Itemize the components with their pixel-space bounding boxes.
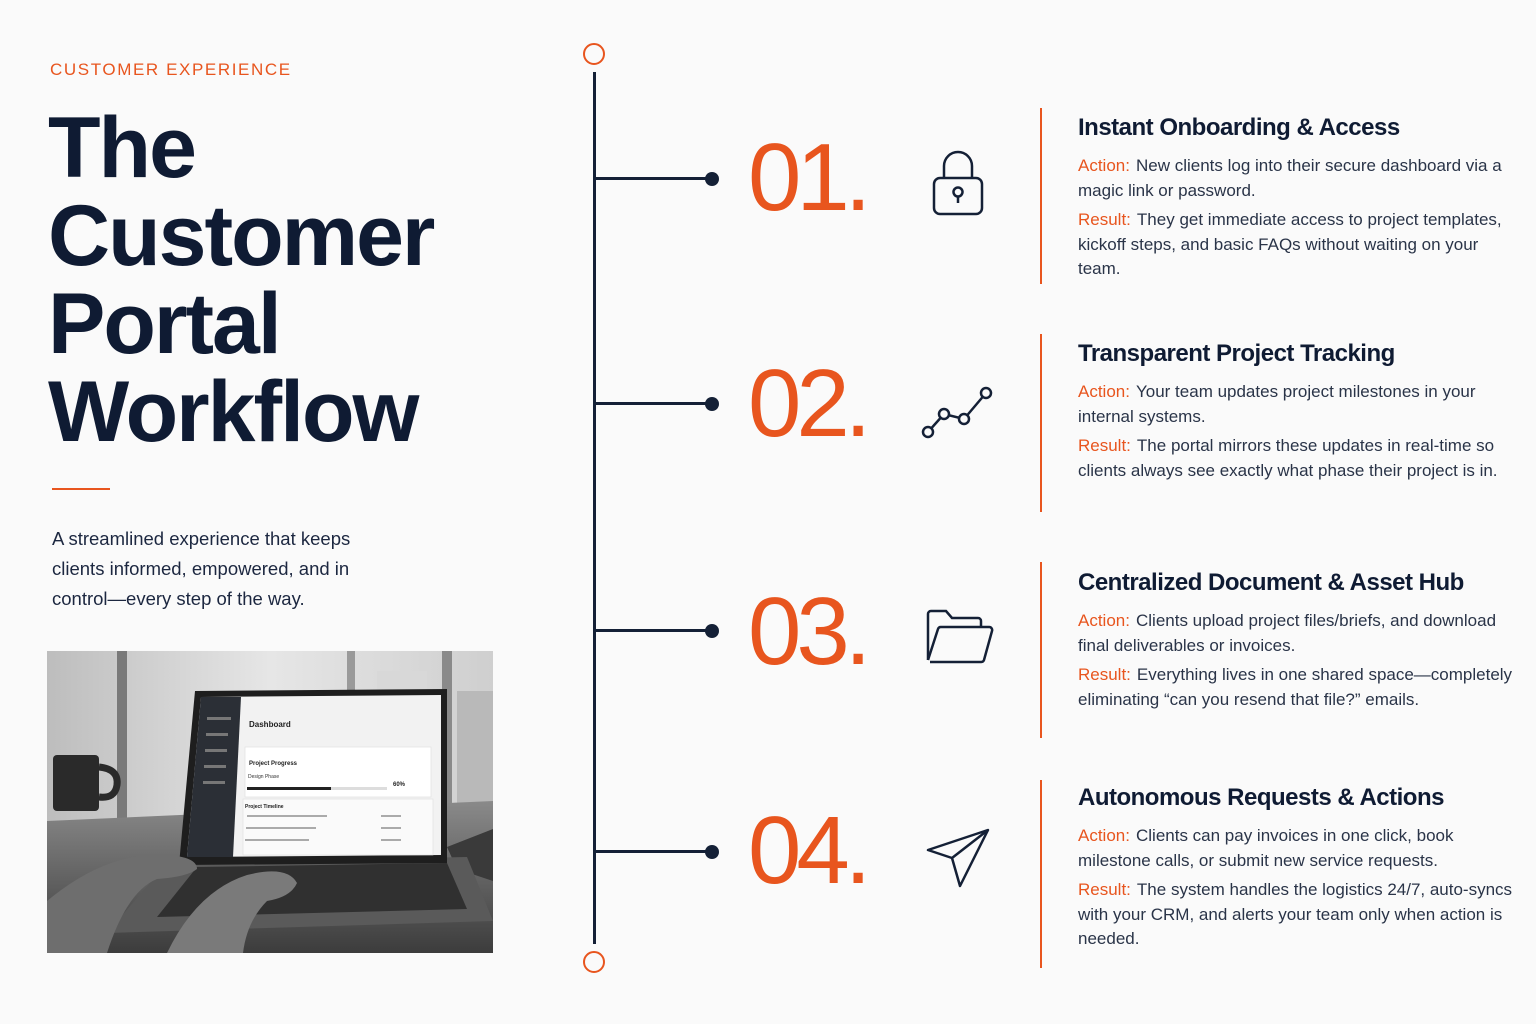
action-label: Action: — [1078, 382, 1130, 401]
action-label: Action: — [1078, 826, 1130, 845]
step-number: 04. — [748, 797, 871, 904]
result-text: The system handles the logistics 24/7, a… — [1078, 880, 1513, 948]
result-text: Everything lives in one shared space—com… — [1078, 665, 1513, 709]
title-divider — [52, 488, 110, 490]
result-label: Result: — [1078, 665, 1131, 684]
step-accent-bar — [1040, 780, 1042, 968]
step-accent-bar — [1040, 108, 1042, 284]
step-connector — [595, 850, 711, 853]
step-dot — [705, 845, 719, 859]
title-line: Customer — [48, 188, 435, 284]
timeline-title: Project Timeline — [245, 804, 284, 810]
timeline-end-circle — [583, 951, 605, 973]
step-card: Transparent Project Tracking Action:Your… — [1078, 340, 1518, 488]
step-title: Autonomous Requests & Actions — [1078, 784, 1444, 811]
result-label: Result: — [1078, 436, 1131, 455]
step-result: Result:The portal mirrors these updates … — [1078, 434, 1518, 483]
folder-icon — [922, 606, 996, 673]
step-connector — [595, 402, 711, 405]
action-label: Action: — [1078, 156, 1130, 175]
step-number: 01. — [748, 124, 871, 231]
step-number: 02. — [748, 350, 871, 457]
step-accent-bar — [1040, 334, 1042, 512]
dashboard-heading: Dashboard — [249, 720, 291, 729]
trend-line-icon — [918, 382, 998, 447]
action-label: Action: — [1078, 611, 1130, 630]
action-text: Clients can pay invoices in one click, b… — [1078, 826, 1454, 870]
step-connector — [595, 629, 711, 632]
step-action: Action:Clients can pay invoices in one c… — [1078, 824, 1518, 873]
result-label: Result: — [1078, 880, 1131, 899]
action-text: New clients log into their secure dashbo… — [1078, 156, 1502, 200]
step-title: Instant Onboarding & Access — [1078, 114, 1400, 141]
step-title: Transparent Project Tracking — [1078, 340, 1395, 367]
step-dot — [705, 624, 719, 638]
result-text: They get immediate access to project tem… — [1078, 210, 1502, 278]
result-text: The portal mirrors these updates in real… — [1078, 436, 1498, 480]
step-result: Result:Everything lives in one shared sp… — [1078, 663, 1518, 712]
action-text: Clients upload project files/briefs, and… — [1078, 611, 1497, 655]
title-line: The — [48, 100, 197, 196]
timeline-line — [593, 72, 596, 944]
step-action: Action:Your team updates project milesto… — [1078, 380, 1518, 429]
step-dot — [705, 397, 719, 411]
step-result: Result:They get immediate access to proj… — [1078, 208, 1518, 282]
timeline-start-circle — [583, 43, 605, 65]
step-action: Action:Clients upload project files/brie… — [1078, 609, 1518, 658]
step-number: 03. — [748, 578, 871, 685]
paper-plane-icon — [922, 824, 994, 897]
step-title: Centralized Document & Asset Hub — [1078, 569, 1464, 596]
step-connector — [595, 177, 711, 180]
step-action: Action:New clients log into their secure… — [1078, 154, 1518, 203]
phase-label: Design Phase — [248, 774, 279, 780]
laptop-illustration: Dashboard Project Progress Design Phase … — [47, 651, 493, 953]
step-card: Centralized Document & Asset Hub Action:… — [1078, 569, 1518, 717]
action-text: Your team updates project milestones in … — [1078, 382, 1476, 426]
intro-text: A streamlined experience that keeps clie… — [52, 528, 351, 609]
progress-title: Project Progress — [249, 761, 298, 767]
progress-fill — [247, 787, 331, 790]
progress-percent: 60% — [393, 782, 406, 788]
step-accent-bar — [1040, 562, 1042, 738]
step-result: Result:The system handles the logistics … — [1078, 878, 1518, 952]
step-card: Instant Onboarding & Access Action:New c… — [1078, 114, 1518, 287]
step-card: Autonomous Requests & Actions Action:Cli… — [1078, 784, 1518, 957]
eyebrow-label: CUSTOMER EXPERIENCE — [50, 60, 292, 79]
title-line: Portal — [48, 276, 282, 372]
laptop-photo: Dashboard Project Progress Design Phase … — [47, 651, 493, 953]
title-line: Workflow — [48, 364, 419, 460]
lock-icon — [930, 146, 986, 223]
page-title: The Customer Portal Workflow — [48, 104, 528, 456]
step-dot — [705, 172, 719, 186]
result-label: Result: — [1078, 210, 1131, 229]
